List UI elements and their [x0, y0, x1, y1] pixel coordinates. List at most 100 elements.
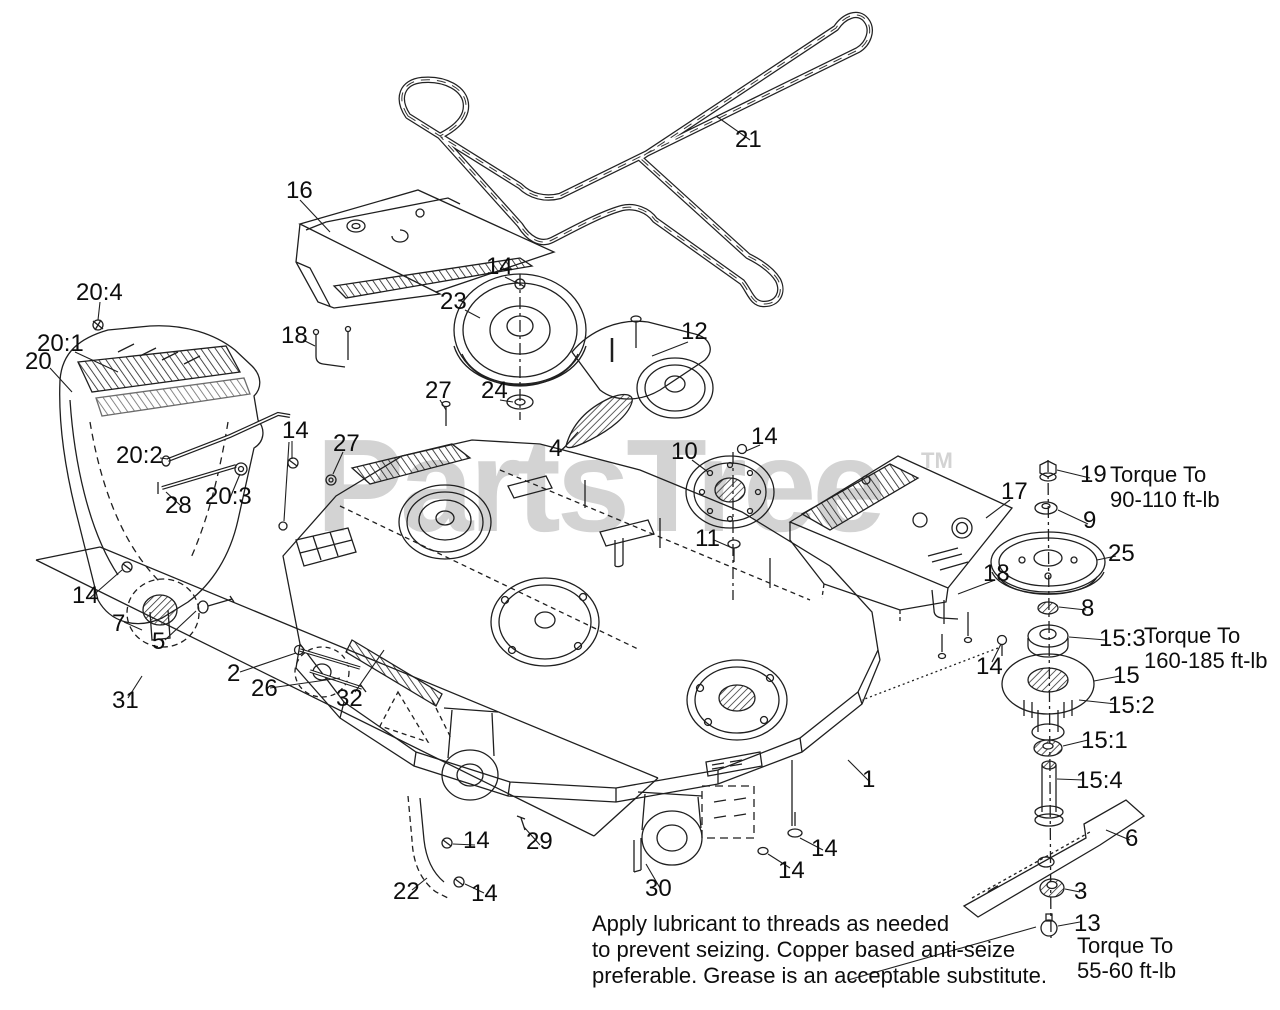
deck-bolts-14	[757, 760, 803, 856]
pulley-25	[990, 531, 1106, 595]
mower-deck-1	[282, 439, 881, 873]
part-label-10: 10	[671, 438, 698, 465]
part-label-13: 13	[1074, 910, 1101, 937]
screw-14-right	[861, 634, 1008, 701]
washer-8	[1037, 601, 1059, 615]
spindle-housing-15	[1001, 653, 1095, 741]
spindle-stack	[962, 459, 1146, 939]
watermark: PartsTree	[316, 412, 886, 559]
part-label-14-g: 14	[471, 880, 498, 907]
bolt-14-top	[514, 278, 526, 290]
part-label-1: 1	[862, 766, 876, 793]
torque-note-160-185: Torque To 160-185 ft-lb	[1144, 623, 1268, 673]
part-label-20-4: 20:4	[76, 279, 123, 306]
shaft-15-4	[1034, 760, 1064, 827]
bracket-22	[407, 795, 465, 899]
bolt-29	[516, 815, 526, 831]
part-label-15-1: 15:1	[1081, 727, 1128, 754]
cover-17	[788, 455, 1014, 622]
part-label-14-a: 14	[486, 253, 513, 280]
rod-26	[309, 669, 367, 693]
part-label-3: 3	[1074, 878, 1088, 905]
spacer-15-3	[1027, 624, 1069, 658]
belt-21	[398, 11, 873, 308]
part-label-14-b: 14	[282, 417, 309, 444]
part-label-19: 19	[1080, 461, 1107, 488]
part-label-29: 29	[526, 828, 553, 855]
part-label-18-b: 18	[983, 560, 1010, 587]
part-label-14-h: 14	[778, 857, 805, 884]
screw-14-f	[441, 837, 453, 849]
part-label-15-4: 15:4	[1076, 767, 1123, 794]
panel-31	[35, 546, 659, 837]
screw-14-pulley10	[736, 443, 748, 455]
part-label-14-f: 14	[463, 827, 490, 854]
blade-6	[962, 799, 1146, 918]
bracket-18-right	[931, 589, 973, 660]
cover-20	[59, 325, 264, 641]
part-label-15-2: 15:2	[1108, 692, 1155, 719]
cover-16	[295, 189, 556, 309]
washer-9	[1034, 501, 1058, 515]
screw-14-left	[121, 561, 133, 573]
part-label-9: 9	[1083, 507, 1097, 534]
part-label-20-3: 20:3	[205, 483, 252, 510]
bolt-13	[1040, 913, 1058, 937]
part-label-18-a: 18	[281, 322, 308, 349]
washer-20-3	[234, 462, 248, 476]
screw-20-4	[92, 319, 104, 331]
part-label-28: 28	[165, 492, 192, 519]
part-label-27-a: 27	[425, 377, 452, 404]
part-label-8: 8	[1081, 595, 1095, 622]
part-label-5: 5	[152, 628, 166, 655]
washer-24	[506, 394, 534, 410]
part-label-17: 17	[1001, 478, 1028, 505]
part-label-30: 30	[645, 875, 672, 902]
part-label-25: 25	[1108, 540, 1135, 567]
part-label-14-e: 14	[72, 582, 99, 609]
leader-lines	[49, 115, 1131, 981]
torque-note-55-60: Torque To 55-60 ft-lb	[1077, 933, 1177, 983]
part-label-31: 31	[112, 687, 139, 714]
pin-30	[633, 838, 642, 873]
part-label-15-3: 15:3	[1099, 625, 1146, 652]
part-label-26: 26	[251, 675, 278, 702]
part-label-16: 16	[286, 177, 313, 204]
bolt-5	[197, 595, 235, 614]
rod-20-2	[161, 411, 291, 467]
part-label-12: 12	[681, 318, 708, 345]
part-label-20: 20	[25, 348, 52, 375]
part-label-15: 15	[1113, 662, 1140, 689]
pulley-10	[685, 443, 775, 600]
lubricant-note: Apply lubricant to threads as needed to …	[592, 911, 1047, 988]
torque-note-90-110: Torque To 90-110 ft-lb	[1110, 462, 1220, 512]
screw-14-g	[453, 876, 465, 888]
part-label-32: 32	[336, 685, 363, 712]
part-label-22: 22	[393, 878, 420, 905]
washer-3	[1039, 878, 1065, 898]
nut-19	[1039, 460, 1057, 482]
part-label-20-1: 20:1	[37, 330, 84, 357]
idler-pulley-23	[453, 273, 587, 420]
washer-15-1	[1033, 739, 1063, 757]
part-label-11: 11	[695, 525, 720, 552]
part-label-20-2: 20:2	[116, 442, 163, 469]
caster-bottom	[633, 791, 703, 873]
part-label-14-c: 14	[751, 423, 778, 450]
wheel-7	[121, 561, 200, 648]
part-label-24: 24	[481, 377, 508, 404]
bracket-18-left	[312, 325, 352, 368]
part-label-6: 6	[1125, 825, 1139, 852]
rod-28	[157, 464, 237, 494]
part-label-4: 4	[549, 435, 563, 462]
part-label-14-d: 14	[976, 653, 1003, 680]
part-label-21: 21	[735, 126, 762, 153]
rod-2	[293, 644, 361, 670]
part-label-14-i: 14	[811, 835, 838, 862]
part-label-7: 7	[112, 610, 126, 637]
caster-left	[441, 707, 499, 801]
spring-4	[557, 393, 633, 454]
part-label-2: 2	[227, 660, 241, 687]
